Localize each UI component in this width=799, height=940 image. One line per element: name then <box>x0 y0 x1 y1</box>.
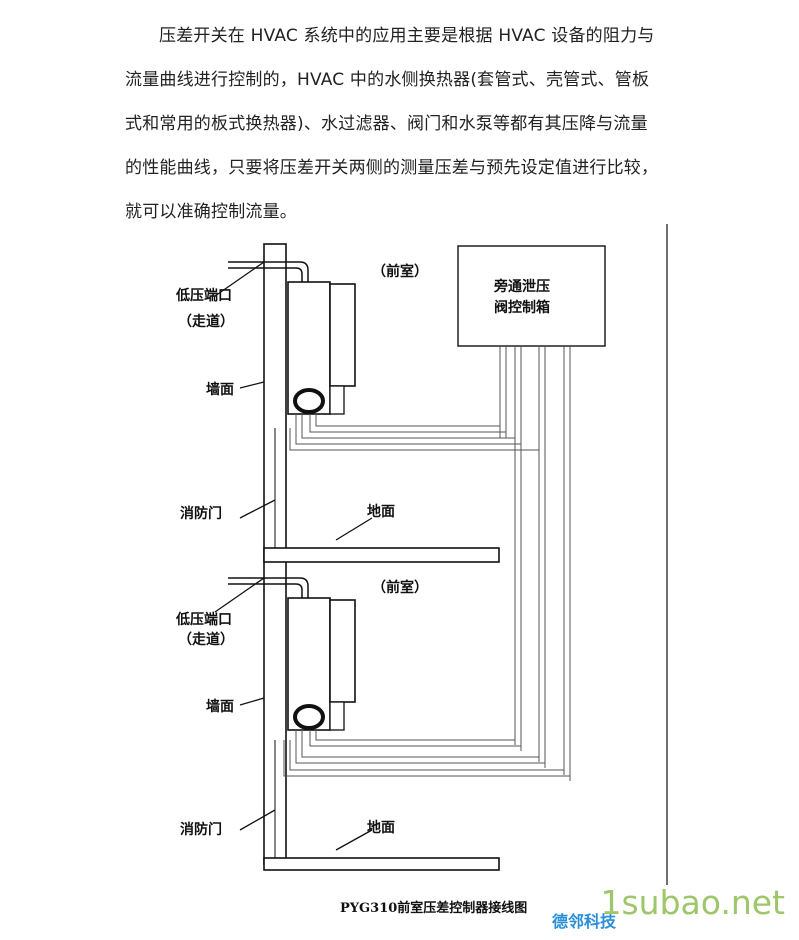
paragraph-line: 流量曲线进行控制的，HVAC 中的水侧换热器(套管式、壳管式、管板 <box>125 70 650 90</box>
upper-controller-dial-icon <box>293 388 325 414</box>
paragraph-line: 就可以准确控制流量。 <box>125 202 297 222</box>
upper-low-pressure-port-label: 低压端口 <box>175 287 232 304</box>
lower-low-pressure-port-label: 低压端口 <box>175 611 232 628</box>
upper-wall-label: 墙面 <box>206 381 234 398</box>
paragraph-line: 的性能曲线，只要将压差开关两侧的测量压差与预先设定值进行比较， <box>125 158 659 178</box>
company-watermark: 德邻科技 <box>552 912 617 931</box>
lower-floor-label: 地面 <box>367 819 395 836</box>
upper-corridor-label: （走道） <box>178 313 234 330</box>
control-box <box>457 245 606 347</box>
control-box-line1: 旁通泄压 <box>493 278 550 295</box>
lower-wall-label: 墙面 <box>206 698 234 715</box>
lower-fire-door-label: 消防门 <box>180 821 222 838</box>
diagram-caption: PYG310前室压差控制器接线图 <box>340 900 527 916</box>
upper-unit <box>214 261 539 541</box>
lower-unit <box>214 577 571 851</box>
lower-floor-slab <box>263 857 500 871</box>
upper-floor-label: 地面 <box>367 503 395 520</box>
upper-floor-slab <box>263 547 500 563</box>
upper-fire-door-label: 消防门 <box>180 505 222 522</box>
control-box-line2: 阀控制箱 <box>494 299 550 316</box>
site-watermark: 1subao.net <box>600 883 785 922</box>
lower-controller-dial-icon <box>293 704 325 730</box>
paragraph-line: 压差开关在 HVAC 系统中的应用主要是根据 HVAC 设备的阻力与 <box>159 26 655 46</box>
upper-room-label: （前室） <box>372 263 428 280</box>
intro-paragraph: 压差开关在 HVAC 系统中的应用主要是根据 HVAC 设备的阻力与 流量曲线进… <box>125 14 685 234</box>
lower-room-label: （前室） <box>372 579 428 596</box>
paragraph-line: 式和常用的板式换热器)、水过滤器、阀门和水泵等都有其压降与流量 <box>125 114 648 134</box>
lower-corridor-label: （走道） <box>178 631 234 648</box>
control-wires <box>499 346 571 781</box>
